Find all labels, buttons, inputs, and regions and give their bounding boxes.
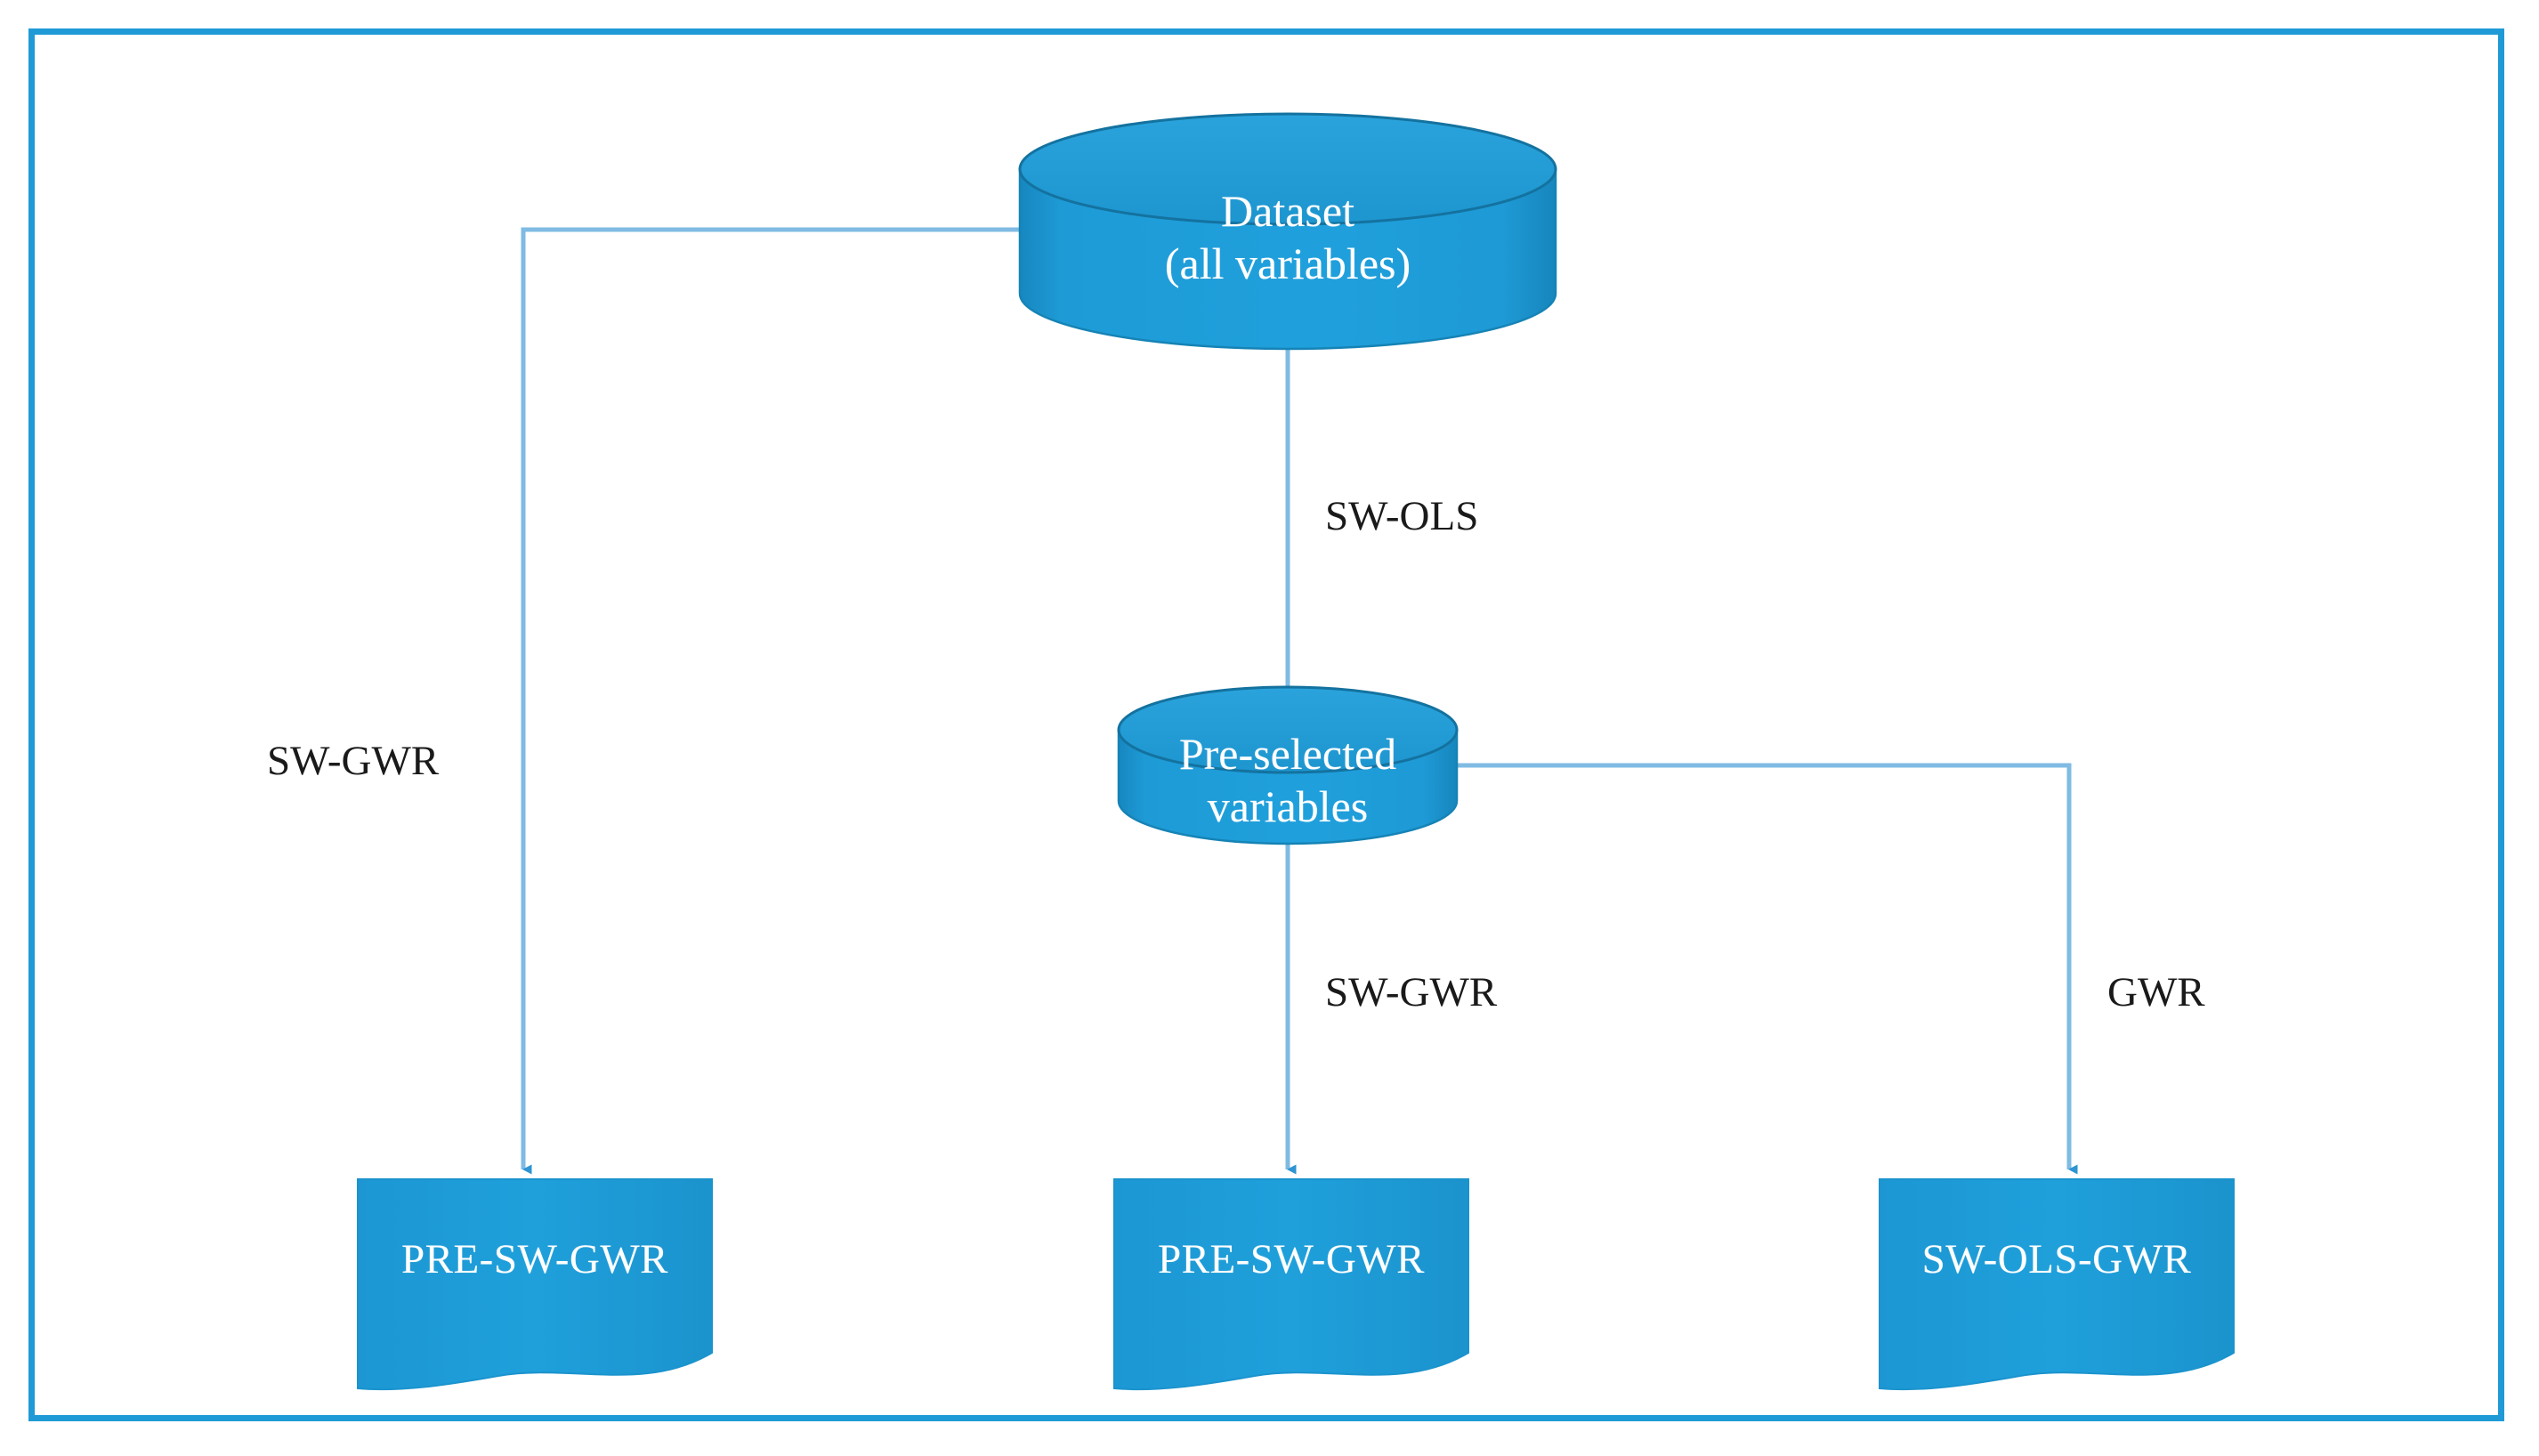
edge-label-sw-gwr-center: SW-GWR (1325, 969, 1498, 1015)
node-preselected-cylinder[interactable] (1117, 685, 1459, 845)
node-document-left[interactable] (357, 1178, 713, 1391)
node-dataset-cylinder[interactable] (1018, 112, 1557, 351)
edge-dataset-to-left-doc (521, 227, 1020, 1175)
edge-label-sw-gwr-left: SW-GWR (267, 738, 440, 784)
edge-label-sw-ols: SW-OLS (1325, 493, 1479, 539)
figure-border (28, 28, 2504, 1421)
node-document-middle[interactable] (1113, 1178, 1469, 1391)
node-document-right[interactable] (1879, 1178, 2235, 1391)
edge-label-gwr-right: GWR (2107, 969, 2205, 1015)
edge-preselected-to-right-doc (1457, 763, 2078, 1175)
